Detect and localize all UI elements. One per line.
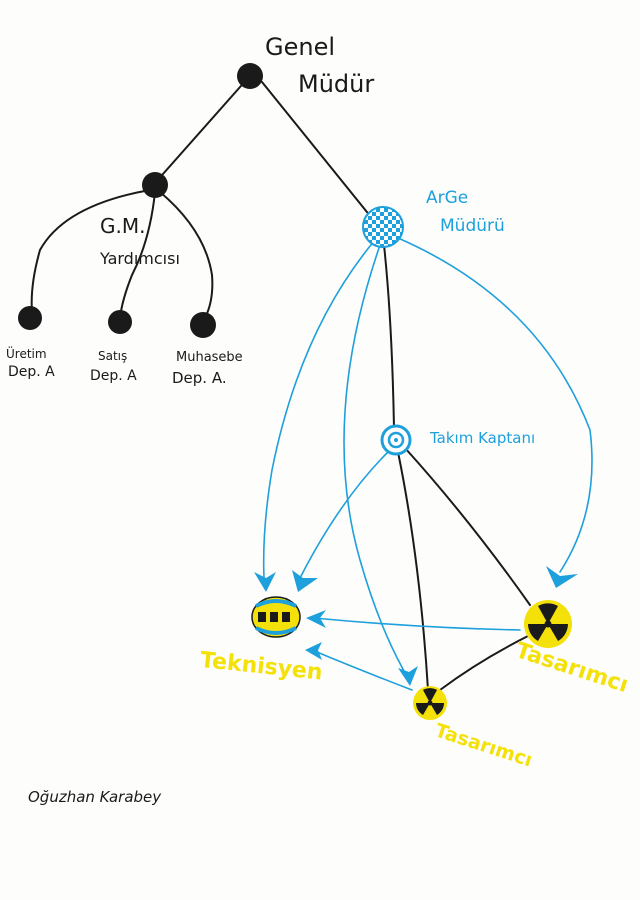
tasarimci-1-node-icon [524,600,572,648]
tasarimci-1-label: Tasarımcı [512,638,631,698]
arrowhead-teknisyen-b [292,570,318,592]
edge-tasarimci2-to-teknisyen [311,649,413,691]
edge-tasarimci1-to-teknisyen [313,617,521,631]
arge-mudur-label-line2: Müdürü [440,216,505,236]
satis-node-icon [108,310,132,334]
arge-mudur-node-icon [362,206,404,248]
edge-takim-to-tasarimci1 [404,447,531,606]
muhasebe-node-icon [190,312,216,338]
edge-arge-to-tasarimci1 [397,237,593,573]
uretim-label-line2: Dep. A [8,364,55,380]
takim-kaptani-label: Takım Kaptanı [429,429,535,447]
edge-yardimci-to-satis [119,191,156,319]
edge-takim-to-teknisyen [299,451,389,579]
arrowheads [254,566,578,686]
teknisyen-node-icon [251,596,301,638]
genel-mudur-label-line1: Genel [265,33,335,61]
uretim-node-icon [18,306,42,330]
arge-mudur-label-line1: ArGe [426,188,468,208]
edge-yardimci-to-uretim [30,189,151,313]
arrowhead-teknisyen-a [254,572,276,592]
edge-gm-to-arge [261,81,376,223]
arrowhead-teknisyen-c [306,610,326,628]
muhasebe-label-line1: Muhasebe [176,350,243,365]
gm-yardimcisi-label-line1: G.M. [100,214,145,238]
edge-yardimci-to-muhasebe [159,191,214,319]
arrowhead-tasarimci1 [546,566,578,588]
signature: Oğuzhan Karabey [28,788,162,806]
takim-kaptani-node-icon [380,424,412,456]
tasarimci-2-label: Tasarımcı [432,719,535,771]
edge-arge-to-tasarimci2 [343,244,409,679]
edge-arge-to-teknisyen [262,239,376,579]
muhasebe-label-line2: Dep. A. [172,369,227,387]
gm-yardimcisi-node-icon [142,172,168,198]
satis-label-line2: Dep. A [90,368,137,384]
arrowhead-teknisyen-d [305,642,322,660]
edge-takim-to-tasarimci2 [397,451,429,691]
edge-arge-to-takim [383,244,395,429]
satis-label-line1: Satış [98,349,127,363]
edge-gm-to-yardimci [154,77,249,184]
genel-mudur-label-line2: Müdür [298,70,374,98]
uretim-label-line1: Üretim [6,345,47,361]
gm-yardimcisi-label-line2: Yardımcısı [99,249,180,268]
tasarimci-2-node-icon [413,686,447,720]
arrowhead-tasarimci2 [398,666,418,686]
management-connectors [30,77,531,691]
edge-tasarimci1-to-tasarimci2 [439,634,531,691]
teknisyen-label: Teknisyen [199,648,324,686]
team-connectors [262,237,593,691]
genel-mudur-node-icon [237,63,263,89]
